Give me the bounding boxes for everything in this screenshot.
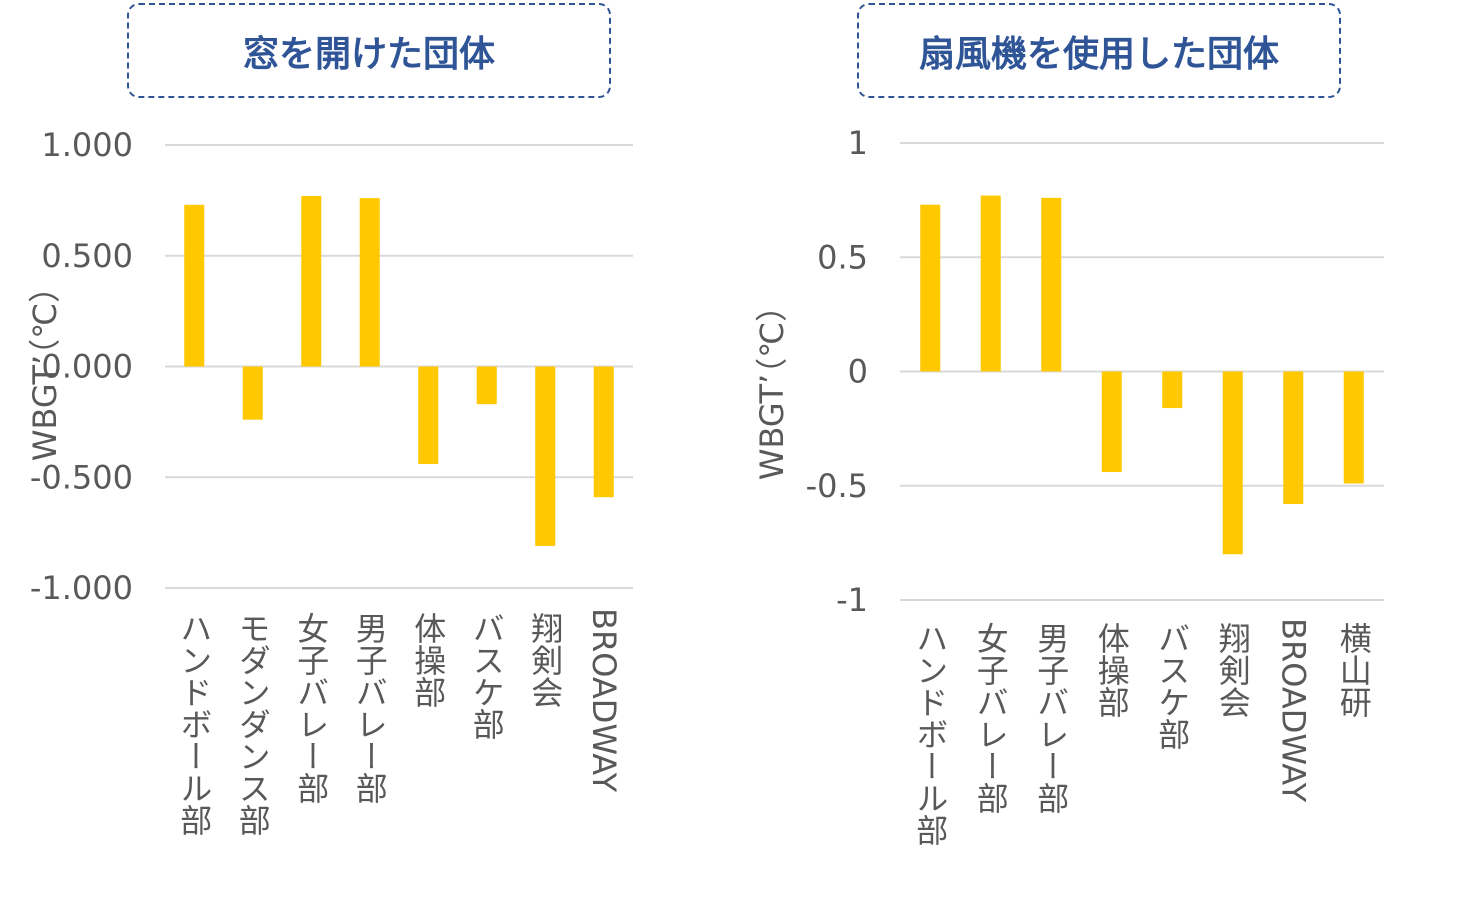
left-category-label: 翔剣会 [526,612,564,708]
left-bar [184,204,205,367]
right-category-label: BROADWAY [1274,618,1312,803]
left-y-tick-label: 0.000 [41,348,133,386]
left-bar [359,198,380,367]
left-category-label: モダンダンス部 [234,612,272,836]
left-bar [593,366,614,498]
right-y-tick-label: 1 [848,124,868,162]
left-category-label: 女子バレー部 [292,612,330,804]
right-category-label: ハンドボール部 [911,622,949,846]
left-category-label: 体操部 [409,612,447,708]
right-y-tick-label: -1 [836,581,868,619]
right-category-label: 体操部 [1093,622,1131,718]
left-y-tick-label: 1.000 [41,126,133,164]
right-category-label: バスケ部 [1153,622,1191,750]
right-bar [920,204,941,372]
left-y-tick-label: 0.500 [41,237,133,275]
left-category-label: BROADWAY [585,608,623,793]
left-category-label: バスケ部 [468,612,506,740]
right-bar [980,195,1001,372]
right-category-label: 横山研 [1335,622,1373,718]
right-y-axis-label: WBGT’（℃） [753,290,791,480]
left-bar [301,195,322,367]
right-bar [1222,371,1243,555]
right-category-label: 男子バレー部 [1032,622,1070,814]
left-bar [242,366,263,420]
left-category-label: ハンドボール部 [175,612,213,836]
right-category-label: 翔剣会 [1214,622,1252,718]
right-bar [1162,371,1183,409]
right-bar [1283,371,1304,505]
left-category-label: 男子バレー部 [351,612,389,804]
right-y-tick-label: 0.5 [817,238,868,276]
right-y-tick-label: -0.5 [806,467,868,505]
right-category-label: 女子バレー部 [972,622,1010,814]
right-y-tick-label: 0 [848,353,868,391]
right-bar [1101,371,1122,473]
right-bar [1343,371,1364,484]
right-bar [1041,197,1062,372]
left-bar [535,366,556,546]
left-chart-title: 窓を開けた団体 [127,3,611,98]
left-y-tick-label: -1.000 [30,569,133,607]
right-chart: -1 -0.5 0 0.5 1WBGT’（℃） ハンドボール部女子バレー部男子バレー部体操… [753,124,1384,846]
right-chart-title: 扇風機を使用した団体 [857,3,1341,98]
left-bar [418,366,439,464]
left-y-axis-label: WBGT’（℃） [26,271,64,461]
left-y-tick-label: -0.500 [30,458,133,496]
left-bar [476,366,497,405]
